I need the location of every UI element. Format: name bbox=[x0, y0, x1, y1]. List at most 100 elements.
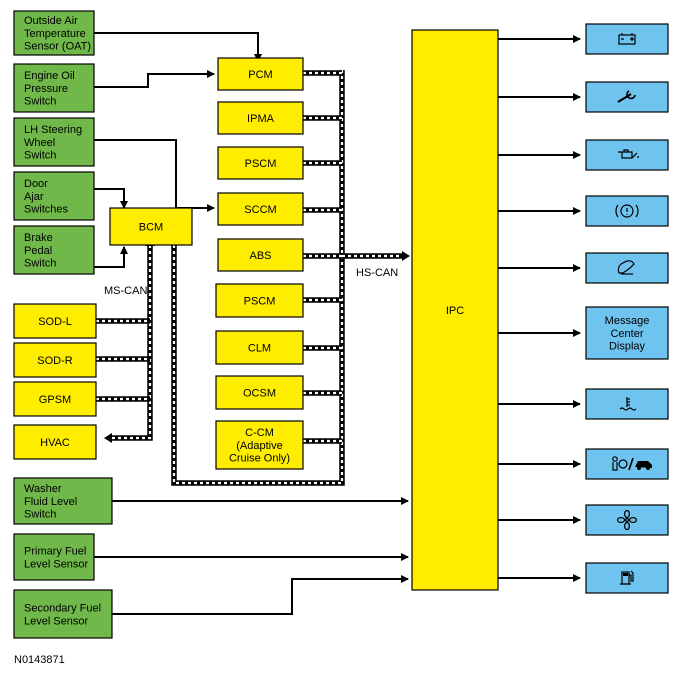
fan-icon bbox=[616, 509, 638, 531]
ms-can-trunk-arrowhead bbox=[104, 433, 112, 443]
input-lhsw-label-line: LH Steering bbox=[24, 124, 82, 136]
wire-eop-to-pcm bbox=[94, 70, 215, 88]
ms-module-hvac-rect bbox=[13, 424, 97, 460]
bcm-module-label-line: BCM bbox=[139, 221, 163, 233]
fuel-pump-icon bbox=[620, 570, 634, 585]
wiring-layer bbox=[94, 32, 581, 615]
output-msgctr-rect bbox=[585, 306, 669, 360]
bcm-module-rect bbox=[109, 207, 193, 246]
output-fan bbox=[585, 504, 669, 536]
hs-module-ipma: IPMA bbox=[217, 101, 304, 135]
input-oat-label-line: Temperature bbox=[24, 28, 86, 40]
hs-module-pscm2: PSCM bbox=[215, 283, 304, 318]
hs-module-abs-rect bbox=[217, 238, 304, 272]
input-eop-label-line: Switch bbox=[24, 96, 56, 108]
output-battery-rect bbox=[585, 23, 669, 55]
input-brake-rect bbox=[13, 225, 95, 275]
ms-module-sodr: SOD-R bbox=[13, 342, 97, 378]
oil-can-icon bbox=[618, 149, 639, 159]
input-lhsw-label-line: Switch bbox=[24, 150, 56, 162]
hs-module-pscm2-rect bbox=[215, 283, 304, 318]
ipc-module-rect bbox=[411, 29, 499, 591]
input-door-label-line: Switches bbox=[24, 204, 69, 216]
hs-module-ccm-label-line: (Adaptive bbox=[236, 440, 282, 452]
input-washer-rect bbox=[13, 477, 113, 525]
ms-module-sodl: SOD-L bbox=[13, 303, 97, 339]
output-battery bbox=[585, 23, 669, 55]
ms-module-hvac-label-line: HVAC bbox=[40, 437, 70, 449]
input-eop-label-line: Pressure bbox=[24, 83, 68, 95]
bus-layer bbox=[96, 70, 410, 486]
ms-module-gpsm: GPSM bbox=[13, 381, 97, 417]
hs-module-clm-label-line: CLM bbox=[248, 342, 271, 354]
ms-can-trunk-outer bbox=[112, 245, 153, 441]
input-oat-rect bbox=[13, 10, 95, 56]
hs-module-pscm1-rect bbox=[217, 146, 304, 180]
hs-can-label: HS-CAN bbox=[356, 267, 398, 279]
ipc-module-label-line: IPC bbox=[446, 305, 464, 317]
hs-module-pcm-label-line: PCM bbox=[248, 69, 272, 81]
ms-can-trunk-dash bbox=[112, 245, 152, 440]
bus-label-layer: MS-CAN HS-CAN bbox=[104, 267, 398, 297]
hs-can-to-ipc bbox=[342, 251, 410, 261]
hs-can-to-ipc-arrowhead bbox=[402, 251, 410, 261]
brake-warning-icon bbox=[615, 204, 639, 218]
output-msgctr-label-line: Center bbox=[610, 328, 643, 340]
ms-module-sodl-label-line: SOD-L bbox=[38, 316, 72, 328]
input-brake-label-line: Pedal bbox=[24, 245, 52, 257]
ms-module-hvac: HVAC bbox=[13, 424, 97, 460]
hs-module-ccm-label-line: C-CM bbox=[245, 427, 274, 439]
hs-can-trunk-dash bbox=[172, 70, 344, 485]
input-lhsw-rect bbox=[13, 117, 95, 167]
figure-id: N0143871 bbox=[14, 654, 65, 666]
wire-lhsw-to-sccm bbox=[94, 139, 215, 212]
input-sfuel-label-line: Secondary Fuel bbox=[24, 602, 101, 614]
hs-module-pcm-rect bbox=[217, 57, 304, 91]
output-fuel bbox=[585, 562, 669, 594]
output-tire bbox=[585, 252, 669, 284]
input-door-label-line: Door bbox=[24, 178, 48, 190]
input-pfuel-rect bbox=[13, 533, 95, 581]
input-brake-label-line: Brake bbox=[24, 232, 53, 244]
icon-layer bbox=[612, 33, 652, 585]
hs-module-ccm-rect bbox=[215, 420, 304, 470]
ms-can-trunk bbox=[104, 245, 153, 443]
hs-module-abs: ABS bbox=[217, 238, 304, 272]
coolant-temperature-icon bbox=[619, 397, 637, 411]
input-door-rect bbox=[13, 171, 95, 221]
hs-module-ipma-label-line: IPMA bbox=[247, 113, 275, 125]
hs-module-abs-label-line: ABS bbox=[249, 250, 271, 262]
input-washer-label-line: Washer bbox=[24, 483, 62, 495]
hs-module-pcm: PCM bbox=[217, 57, 304, 91]
output-fuel-rect bbox=[585, 562, 669, 594]
output-oil bbox=[585, 139, 669, 171]
input-oat-label-line: Sensor (OAT) bbox=[24, 41, 91, 53]
output-wrench-rect bbox=[585, 81, 669, 113]
input-pfuel-label-line: Level Sensor bbox=[24, 558, 89, 570]
input-oat-label-line: Outside Air bbox=[24, 15, 78, 27]
hs-module-pscm1: PSCM bbox=[217, 146, 304, 180]
hs-module-sccm: SCCM bbox=[217, 192, 304, 226]
input-pfuel-label-line: Primary Fuel bbox=[24, 545, 86, 557]
bcm-module: BCM bbox=[109, 207, 193, 246]
input-door-label-line: Ajar bbox=[24, 191, 44, 203]
battery-icon bbox=[618, 33, 636, 45]
input-eop-rect bbox=[13, 63, 95, 113]
output-tire-rect bbox=[585, 252, 669, 284]
wire-sfuel-to-ipc bbox=[112, 575, 409, 615]
hs-module-pscm1-label-line: PSCM bbox=[245, 158, 277, 170]
output-wrench bbox=[585, 81, 669, 113]
wire-door-to-bcm bbox=[94, 188, 128, 209]
output-msgctr-label-line: Message bbox=[605, 315, 650, 327]
hs-module-clm-rect bbox=[215, 330, 304, 365]
